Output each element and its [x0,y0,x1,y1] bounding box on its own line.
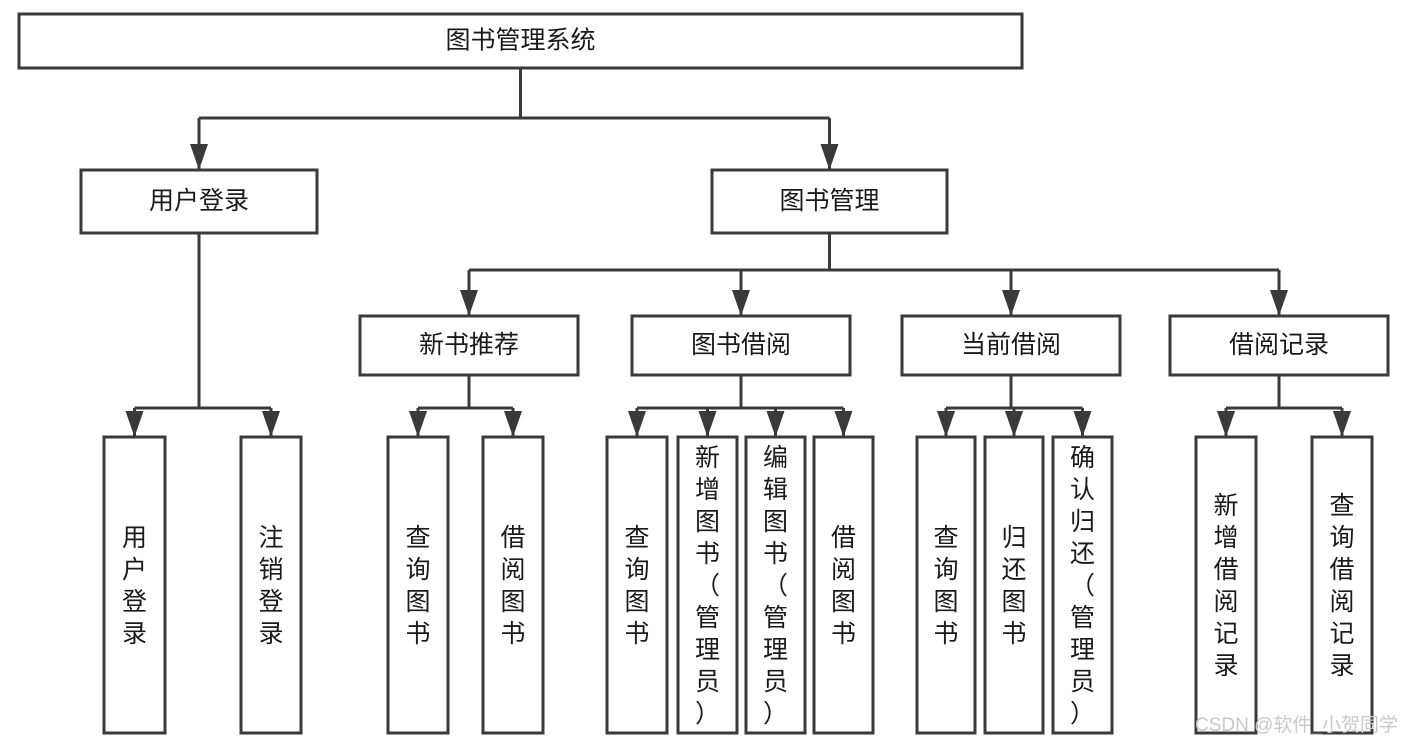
arrow-head-icon-user-login [190,144,208,170]
node-label-book-borrow: 图书借阅 [691,331,791,359]
node-box-new-book-recommend[interactable] [358,314,580,377]
node-query-book-1[interactable]: 查询图书 [386,435,450,735]
node-add-book-admin[interactable]: 新增图书（管理员） [676,435,739,735]
node-user-login[interactable]: 用户登录 [79,168,319,235]
node-add-borrow-record[interactable]: 新增借阅记录 [1194,435,1258,735]
node-current-borrow[interactable]: 当前借阅 [900,314,1122,377]
arrow-head-icon-query-book-2 [628,411,646,437]
node-label-book-management: 图书管理 [779,187,879,215]
node-box-query-book-2[interactable] [605,435,669,735]
arrow-head-icon-return-book [1005,411,1023,437]
node-label-query-book-1: 查询图书 [405,524,430,648]
node-box-borrow-book-2[interactable] [812,435,875,735]
node-box-add-borrow-record[interactable] [1194,435,1258,735]
arrow-head-icon-book-borrow [732,290,750,316]
node-user-login-do[interactable]: 用户登录 [102,435,167,735]
arrow-head-icon-current-borrow [1002,290,1020,316]
arrow-head-icon-borrow-records [1270,290,1288,316]
node-label-edit-book-admin: 编辑图书（管理员） [763,444,788,728]
arrow-head-icon-user-logout [262,411,280,437]
node-edit-book-admin[interactable]: 编辑图书（管理员） [744,435,807,735]
node-box-book-borrow[interactable] [630,314,852,377]
arrow-head-icon-book-management [820,144,839,170]
node-label-borrow-book-1: 借阅图书 [500,524,525,648]
node-box-add-book-admin[interactable] [676,435,739,735]
arrow-head-icon-query-book-3 [937,411,955,437]
connector-layer [125,68,1351,437]
node-label-root: 图书管理系统 [445,27,595,55]
node-borrow-book-2[interactable]: 借阅图书 [812,435,875,735]
arrow-head-icon-borrow-book-2 [834,411,853,437]
node-layer: 图书管理系统用户登录用户登录注销登录图书管理新书推荐查询图书借阅图书图书借阅查询… [17,12,1390,735]
arrow-head-icon-edit-book-admin [766,411,785,437]
arrow-head-icon-borrow-book-1 [504,411,522,437]
node-box-user-logout[interactable] [239,435,303,735]
node-label-add-borrow-record: 新增借阅记录 [1213,492,1238,680]
node-box-query-book-1[interactable] [386,435,450,735]
node-box-user-login[interactable] [79,168,319,235]
node-book-management[interactable]: 图书管理 [710,168,949,235]
node-box-borrow-book-1[interactable] [481,435,545,735]
node-label-borrow-records: 借阅记录 [1229,331,1329,359]
node-root[interactable]: 图书管理系统 [17,12,1024,70]
arrow-head-icon-add-borrow-record [1217,411,1235,437]
node-box-user-login-do[interactable] [102,435,167,735]
node-box-query-borrow-record[interactable] [1310,435,1374,735]
node-label-confirm-return-admin: 确认归还（管理员） [1070,444,1095,728]
arrow-head-icon-user-login-do [125,411,144,437]
node-box-return-book[interactable] [983,435,1045,735]
node-book-borrow[interactable]: 图书借阅 [630,314,852,377]
arrow-head-icon-add-book-admin [698,411,717,437]
arrow-head-icon-query-book-1 [409,411,427,437]
arrow-head-icon-query-borrow-record [1333,411,1351,437]
node-query-book-3[interactable]: 查询图书 [915,435,977,735]
node-query-borrow-record[interactable]: 查询借阅记录 [1310,435,1374,735]
arrow-head-icon-confirm-return-admin [1073,411,1092,437]
node-return-book[interactable]: 归还图书 [983,435,1045,735]
node-box-book-management[interactable] [710,168,949,235]
arrow-head-icon-new-book-recommend [460,290,478,316]
node-box-current-borrow[interactable] [900,314,1122,377]
node-user-logout[interactable]: 注销登录 [239,435,303,735]
node-label-user-logout: 注销登录 [258,524,283,648]
node-label-new-book-recommend: 新书推荐 [419,331,519,359]
node-label-borrow-book-2: 借阅图书 [831,524,856,648]
node-box-edit-book-admin[interactable] [744,435,807,735]
node-borrow-records[interactable]: 借阅记录 [1168,314,1390,377]
node-label-query-borrow-record: 查询借阅记录 [1329,492,1354,680]
node-borrow-book-1[interactable]: 借阅图书 [481,435,545,735]
node-label-query-book-3: 查询图书 [933,524,958,648]
node-confirm-return-admin[interactable]: 确认归还（管理员） [1051,435,1114,735]
node-label-user-login-do: 用户登录 [122,524,147,648]
csdn-watermark: CSDN @软件_小贺同学 [1195,714,1398,736]
node-box-root[interactable] [17,12,1024,70]
node-label-current-borrow: 当前借阅 [961,331,1061,359]
node-query-book-2[interactable]: 查询图书 [605,435,669,735]
node-box-query-book-3[interactable] [915,435,977,735]
node-label-add-book-admin: 新增图书（管理员） [695,444,720,728]
node-box-borrow-records[interactable] [1168,314,1390,377]
node-box-confirm-return-admin[interactable] [1051,435,1114,735]
node-label-return-book: 归还图书 [1001,524,1026,648]
node-label-query-book-2: 查询图书 [624,524,649,648]
node-new-book-recommend[interactable]: 新书推荐 [358,314,580,377]
node-label-user-login: 用户登录 [149,187,249,215]
